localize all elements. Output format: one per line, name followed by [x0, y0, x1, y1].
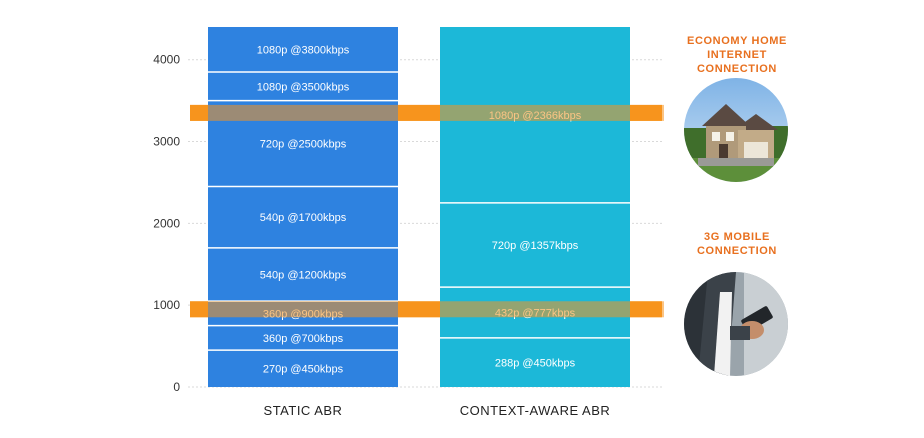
y-axis: 0 1000 2000 3000 4000 — [153, 53, 180, 394]
mobile-phone-photo — [684, 272, 788, 376]
connection-bands — [190, 104, 664, 318]
connection-band-gap — [398, 104, 440, 121]
segment-label: 720p @1357kbps — [492, 240, 579, 252]
mobile-connection-label: 3G MOBILE CONNECTION — [697, 231, 777, 257]
segment-label: 1080p @3800kbps — [257, 45, 350, 57]
column-label: CONTEXT-AWARE ABR — [460, 403, 611, 418]
bar-segment — [208, 27, 398, 72]
segment-label: 360p @700kbps — [263, 333, 344, 345]
home-connection-label: ECONOMY HOME INTERNET CONNECTION — [687, 35, 787, 75]
y-tick-label: 1000 — [153, 298, 180, 312]
y-tick-label: 3000 — [153, 135, 180, 149]
bar-segment — [208, 350, 398, 387]
x-axis-labels: STATIC ABR CONTEXT-AWARE ABR — [264, 403, 611, 418]
y-tick-label: 0 — [173, 380, 180, 394]
connection-band-edge — [190, 301, 208, 318]
connection-band-gap — [398, 301, 440, 318]
y-tick-label: 4000 — [153, 53, 180, 67]
column-label: STATIC ABR — [264, 403, 343, 418]
connection-band-edge — [190, 104, 208, 121]
bar-segment — [208, 186, 398, 248]
bar-segment — [208, 325, 398, 351]
connection-band-edge — [630, 301, 662, 318]
segment-label: 540p @1200kbps — [260, 270, 347, 282]
bar-segment — [440, 202, 630, 288]
house-photo — [684, 78, 788, 182]
connection-band-edge — [630, 104, 662, 121]
segment-label: 540p @1700kbps — [260, 212, 347, 224]
bar-column: 288p @450kbps432p @777kbps720p @1357kbps… — [440, 27, 630, 387]
segment-label: 270p @450kbps — [263, 364, 344, 376]
bar-segment — [440, 337, 630, 387]
y-tick-label: 2000 — [153, 216, 180, 230]
bar-segment — [208, 247, 398, 302]
segment-label: 1080p @3500kbps — [257, 81, 350, 93]
segment-label: 288p @450kbps — [495, 357, 576, 369]
bar-segment — [208, 72, 398, 101]
segment-label: 720p @2500kbps — [260, 139, 347, 151]
